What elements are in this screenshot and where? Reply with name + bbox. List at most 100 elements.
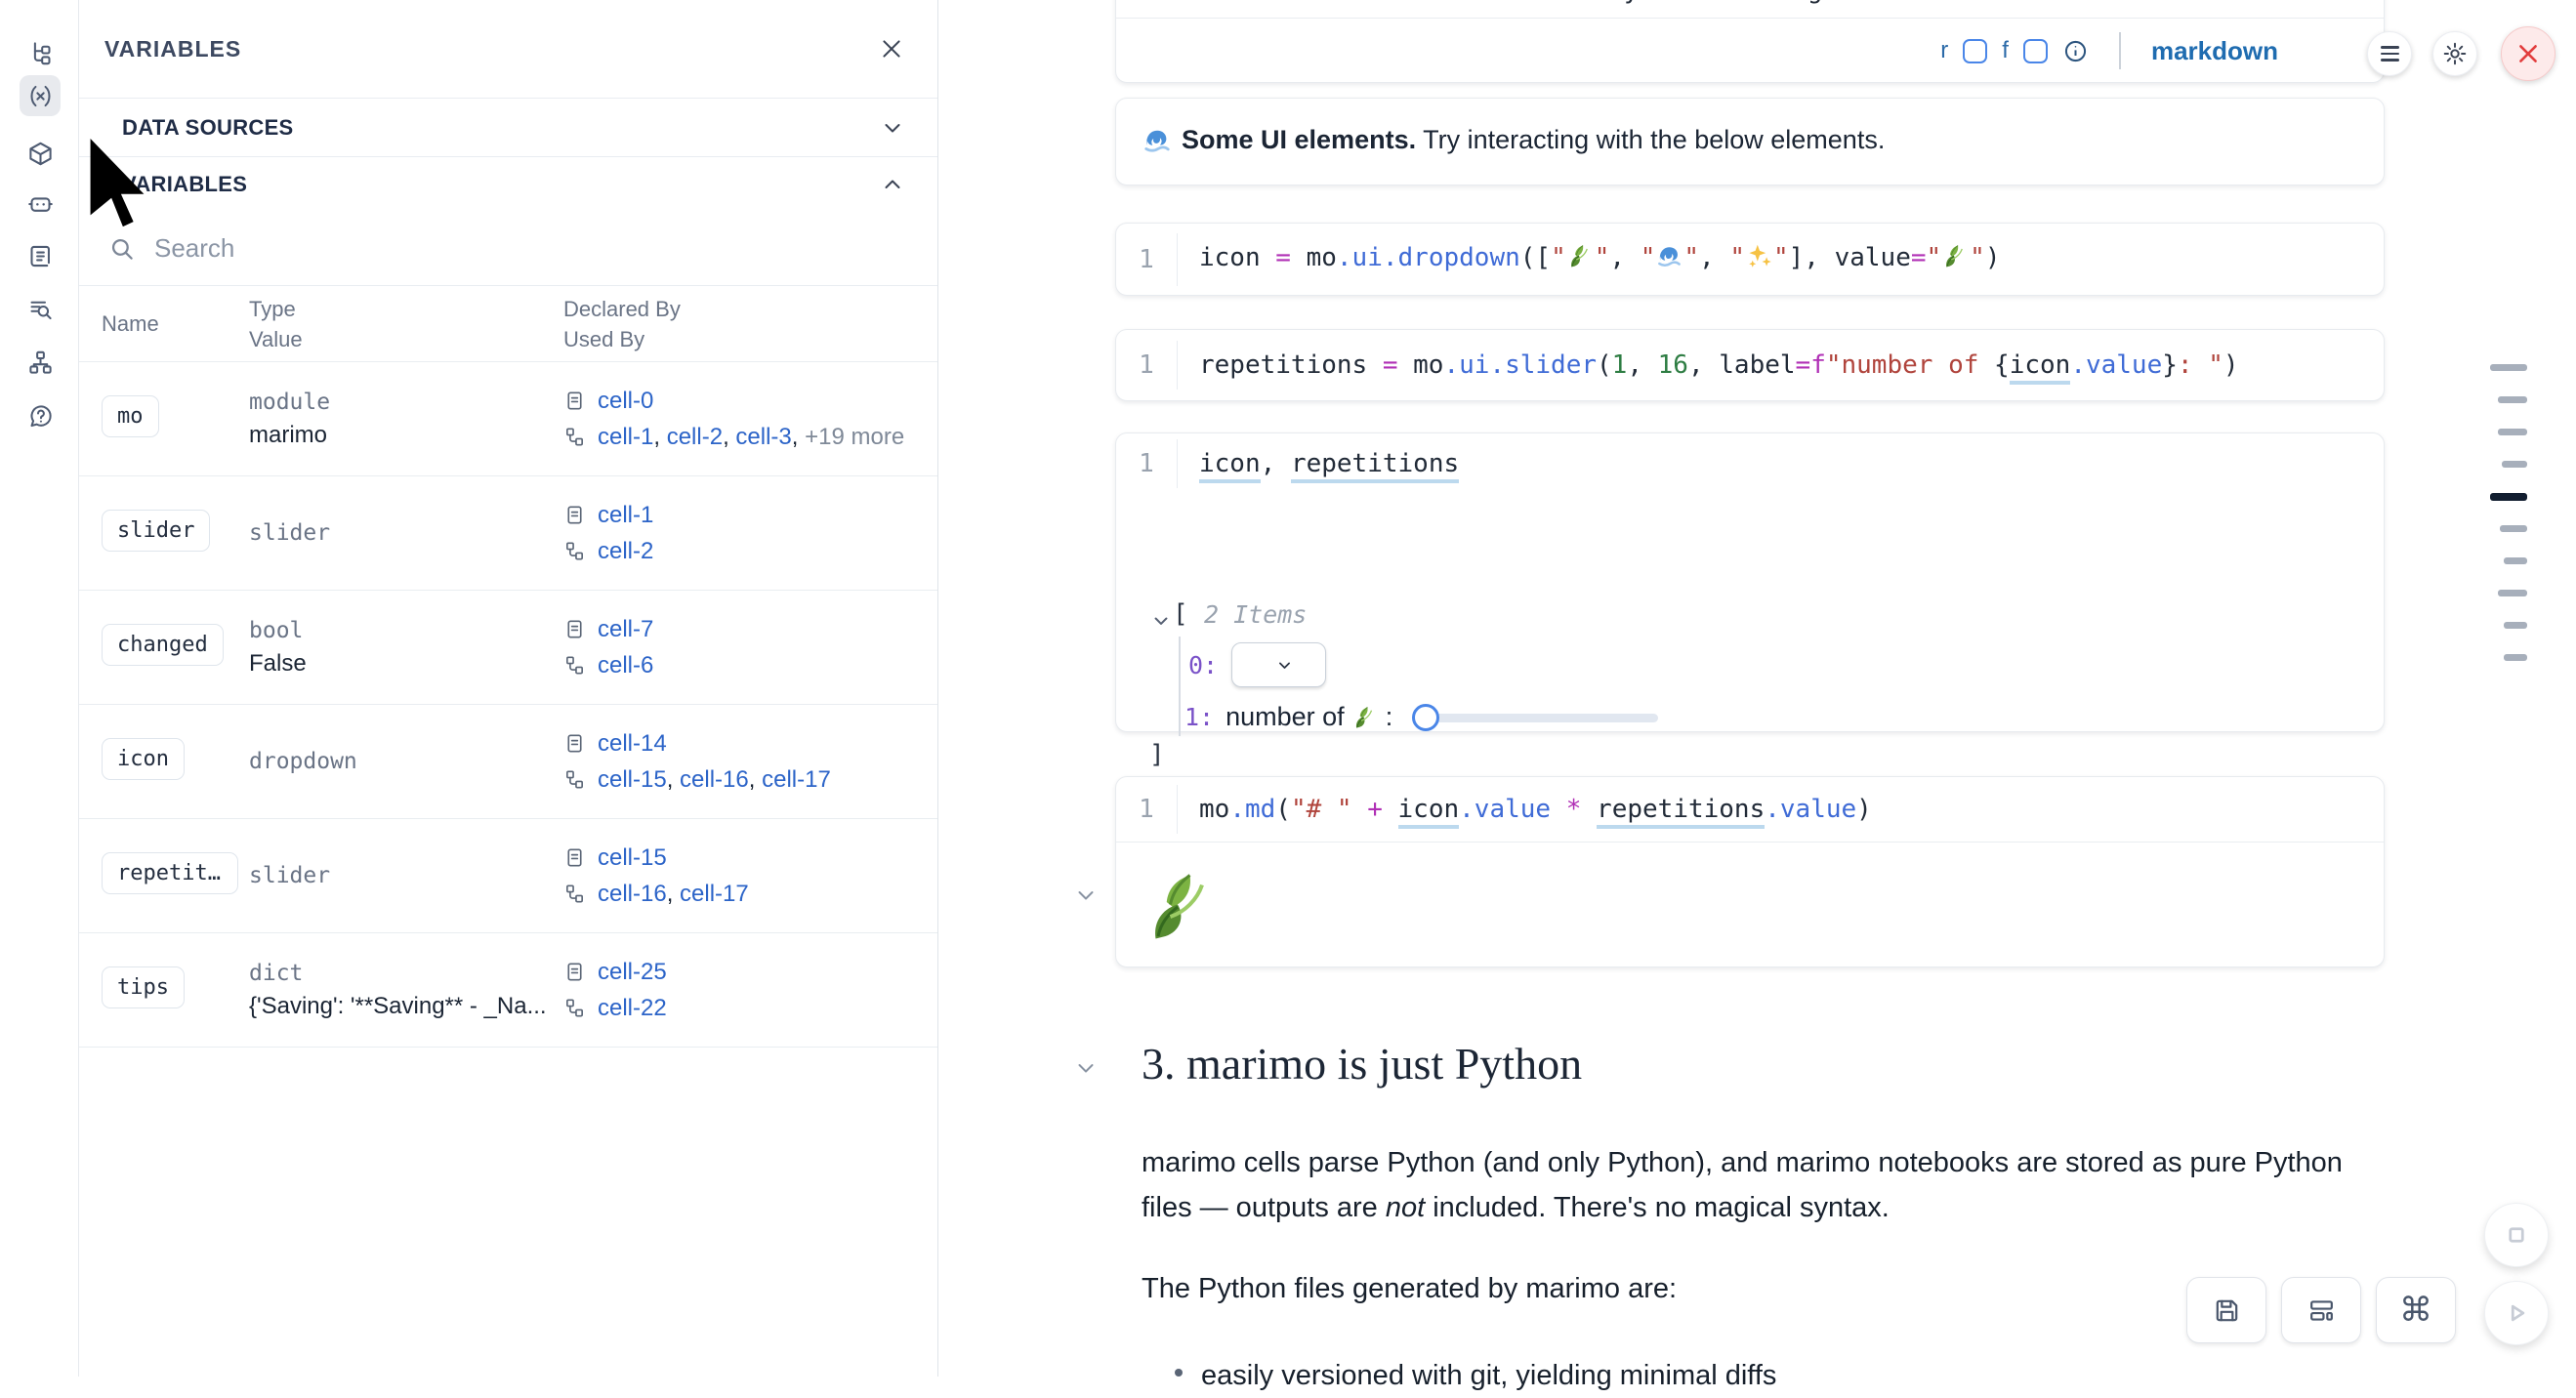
cell-link[interactable]: cell-7 [598, 615, 654, 642]
minimap-mark-active[interactable] [2490, 493, 2527, 501]
cell-link[interactable]: cell-15 [598, 765, 667, 793]
hamburger-icon [2380, 46, 2399, 62]
chevron-down-icon[interactable] [1151, 611, 1171, 631]
minimap-mark[interactable] [2504, 654, 2527, 661]
table-row: mo module marimo cell-0 cell-1, cell-2, … [79, 362, 937, 476]
minimap-mark[interactable] [2498, 396, 2527, 403]
markdown-output-cell: Some UI elements. Try interacting with t… [1115, 98, 2385, 185]
minimap-mark[interactable] [2500, 525, 2527, 532]
cell-link[interactable]: cell-3 [735, 423, 792, 450]
document-icon [563, 732, 586, 755]
cell-link[interactable]: cell-0 [598, 387, 654, 414]
sidebar-item-logs[interactable] [20, 235, 61, 276]
sidebar-item-help[interactable] [20, 395, 61, 436]
cell-link[interactable]: cell-16 [680, 765, 749, 793]
cell-link[interactable]: cell-1 [598, 501, 654, 528]
cell-link[interactable]: cell-17 [762, 765, 831, 793]
sidebar-item-file-explorer[interactable] [20, 32, 61, 73]
code-line[interactable]: "** Some UI elements.** Try interacting … [1177, 0, 2384, 18]
code-line[interactable]: icon = mo.ui.dropdown(["", "", ""], valu… [1177, 232, 2384, 286]
language-toggle[interactable]: markdown [2150, 35, 2278, 65]
table-header: Name Type Value Declared By Used By [79, 286, 937, 362]
variable-name-pill[interactable]: repetitions [102, 852, 238, 894]
sidebar-item-ai-assistant[interactable] [20, 183, 61, 224]
section-data-sources[interactable]: DATA SOURCES [79, 98, 937, 157]
info-icon[interactable] [2062, 38, 2089, 64]
cell-link[interactable]: cell-17 [680, 880, 749, 907]
slider-track[interactable] [1422, 713, 1659, 722]
reactive-checkbox[interactable] [1963, 38, 1988, 63]
minimap-mark[interactable] [2498, 590, 2527, 596]
variable-value: marimo [249, 421, 328, 448]
format-checkbox[interactable] [2022, 38, 2048, 63]
cell-link[interactable]: cell-25 [598, 958, 667, 985]
cell-link[interactable]: cell-6 [598, 651, 654, 678]
search-icon [108, 235, 135, 262]
bracket-close: ] [1149, 740, 1165, 769]
items-count-label: 2 Items [1204, 600, 1308, 629]
sidebar-item-variables[interactable] [20, 75, 61, 116]
variable-type: dropdown [249, 749, 357, 774]
sidebar-item-dependency-graph[interactable] [20, 342, 61, 383]
cell-link[interactable]: cell-22 [598, 994, 667, 1021]
leaf-icon [1942, 243, 1969, 276]
code-line[interactable]: repetitions = mo.ui.slider(1, 16, label=… [1177, 341, 2384, 390]
minimap-mark[interactable] [2504, 557, 2527, 564]
sidebar-item-packages[interactable] [20, 133, 61, 174]
table-row: repetitions slider cell-15 cell-16, cell… [79, 819, 937, 933]
cell-link[interactable]: cell-14 [598, 729, 667, 757]
run-button[interactable] [2484, 1281, 2549, 1345]
leaf-icon [1143, 868, 2384, 946]
cell-link[interactable]: cell-16 [598, 880, 667, 907]
minimap-mark[interactable] [2502, 461, 2527, 468]
search-input[interactable] [154, 233, 908, 264]
sidebar-item-snippets[interactable] [20, 288, 61, 329]
notebook-area: 1 "** Some UI elements.** Try interactin… [939, 0, 2576, 1391]
minimap-mark[interactable] [2490, 364, 2527, 371]
document-icon [563, 390, 586, 412]
slider-thumb[interactable] [1412, 703, 1440, 731]
tree-guide-line [1179, 637, 1181, 736]
save-button[interactable] [2186, 1277, 2266, 1343]
format-label: f [2002, 37, 2009, 63]
cell-link[interactable]: cell-2 [666, 423, 724, 450]
chevron-down-icon [881, 116, 904, 140]
close-icon[interactable] [879, 36, 904, 62]
section-variables[interactable]: VARIABLES [79, 157, 937, 212]
cell-menu-button[interactable] [2367, 31, 2412, 76]
variable-name-pill[interactable]: mo [102, 395, 159, 437]
variable-name-pill[interactable]: changed [102, 624, 224, 666]
variable-value: False [249, 649, 307, 677]
md-text: Try interacting with the below elements. [1416, 125, 1886, 154]
layout-toggle-button[interactable] [2281, 1277, 2361, 1343]
collapse-section-chevron[interactable] [1074, 1056, 1098, 1080]
repetitions-slider[interactable] [1412, 703, 1659, 732]
link-icon [563, 654, 586, 677]
variable-name-pill[interactable]: slider [102, 510, 211, 552]
reactive-label: r [1940, 37, 1949, 63]
emphasis-text: not [1385, 1192, 1426, 1223]
code-cell-with-output: 1 mo.md("# " + icon.value * repetitions.… [1115, 776, 2385, 967]
document-icon [563, 846, 586, 869]
variable-name-pill[interactable]: icon [102, 738, 185, 780]
code-line[interactable]: icon, repetitions [1177, 439, 2384, 488]
minimap-mark[interactable] [2504, 622, 2527, 629]
close-icon [2515, 41, 2541, 66]
keyboard-shortcuts-button[interactable]: ⌘ [2376, 1277, 2456, 1343]
stop-button[interactable] [2484, 1203, 2549, 1267]
cell-settings-button[interactable] [2432, 31, 2477, 76]
table-row: changed bool False cell-7 cell-6 [79, 591, 937, 705]
collapse-cell-chevron[interactable] [1074, 884, 1098, 907]
panel-title: VARIABLES [104, 35, 242, 62]
cell-link[interactable]: cell-15 [598, 843, 667, 871]
code-line[interactable]: mo.md("# " + icon.value * repetitions.va… [1177, 785, 2384, 834]
cell-delete-button[interactable] [2501, 26, 2555, 81]
cell-link[interactable]: cell-2 [598, 537, 654, 564]
cell-link[interactable]: cell-1 [598, 423, 654, 450]
minimap-mark[interactable] [2498, 429, 2527, 435]
icon-dropdown-select[interactable] [1231, 642, 1327, 687]
link-icon [563, 768, 586, 791]
used-by-more[interactable]: +19 more [805, 423, 905, 450]
item-index: 0: [1188, 650, 1219, 679]
variable-name-pill[interactable]: tips [102, 966, 185, 1008]
